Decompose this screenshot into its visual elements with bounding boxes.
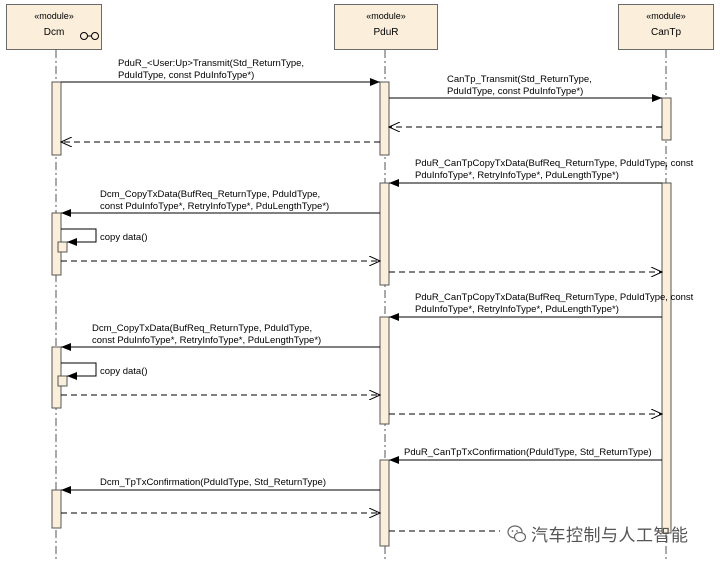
activation-dcm-self-2[interactable]: [57, 375, 68, 387]
message-label-3b: PduInfoType*, RetryInfoType*, PduLengthT…: [415, 170, 619, 181]
message-label-6a: Dcm_CopyTxData(BufReq_ReturnType, PduIdT…: [92, 323, 312, 334]
lifeline-cantp-head[interactable]: «module» CanTp: [618, 4, 714, 50]
dcm-name: Dcm: [43, 27, 65, 38]
message-label-7: PduR_CanTpTxConfirmation(PduIdType, Std_…: [404, 447, 652, 458]
message-label-5b: PduInfoType*, RetryInfoType*, PduLengthT…: [415, 304, 619, 315]
self-message-arrow-1[interactable]: [61, 228, 97, 246]
lifeline-pdur-head[interactable]: «module» PduR: [334, 4, 438, 50]
activation-pdur-1[interactable]: [379, 81, 390, 156]
message-label-2a: CanTp_Transmit(Std_ReturnType,: [447, 74, 592, 85]
activation-dcm-self-1[interactable]: [57, 241, 68, 253]
activation-cantp-2[interactable]: [661, 182, 672, 534]
message-label-2b: PduIdType, const PduInfoType*): [447, 86, 583, 97]
activation-pdur-2[interactable]: [379, 182, 390, 286]
component-link-icon: [80, 32, 99, 40]
watermark-text: 汽车控制与人工智能: [531, 526, 689, 545]
message-label-5a: PduR_CanTpCopyTxData(BufReq_ReturnType, …: [415, 292, 694, 303]
pdur-name: PduR: [373, 27, 399, 38]
activation-pdur-4[interactable]: [379, 459, 390, 547]
cantp-name: CanTp: [650, 27, 681, 38]
self-message-label-2: copy data(): [100, 366, 148, 377]
message-label-6b: const PduInfoType*, RetryInfoType*, PduL…: [92, 335, 321, 346]
pdur-stereotype: «module»: [366, 11, 406, 21]
activation-dcm-1[interactable]: [51, 81, 62, 156]
message-label-1a: PduR_<User:Up>Transmit(Std_ReturnType,: [118, 58, 304, 69]
dcm-stereotype: «module»: [34, 11, 74, 21]
self-message-label-1: copy data(): [100, 232, 148, 243]
lifeline-dcm-head[interactable]: «module» Dcm: [6, 4, 102, 50]
message-label-4a: Dcm_CopyTxData(BufReq_ReturnType, PduIdT…: [100, 189, 320, 200]
message-label-4b: const PduInfoType*, RetryInfoType*, PduL…: [100, 201, 329, 212]
activation-cantp-1[interactable]: [661, 97, 672, 141]
watermark: 汽车控制与人工智能: [507, 521, 689, 546]
activation-dcm-4[interactable]: [51, 489, 62, 529]
wechat-icon: [507, 524, 527, 542]
message-label-1b: PduIdType, const PduInfoType*): [118, 70, 254, 81]
self-message-arrow-2[interactable]: [61, 362, 97, 380]
message-label-3a: PduR_CanTpCopyTxData(BufReq_ReturnType, …: [415, 158, 694, 169]
message-label-8: Dcm_TpTxConfirmation(PduIdType, Std_Retu…: [100, 477, 326, 488]
cantp-stereotype: «module»: [646, 11, 686, 21]
activation-pdur-3[interactable]: [379, 316, 390, 425]
